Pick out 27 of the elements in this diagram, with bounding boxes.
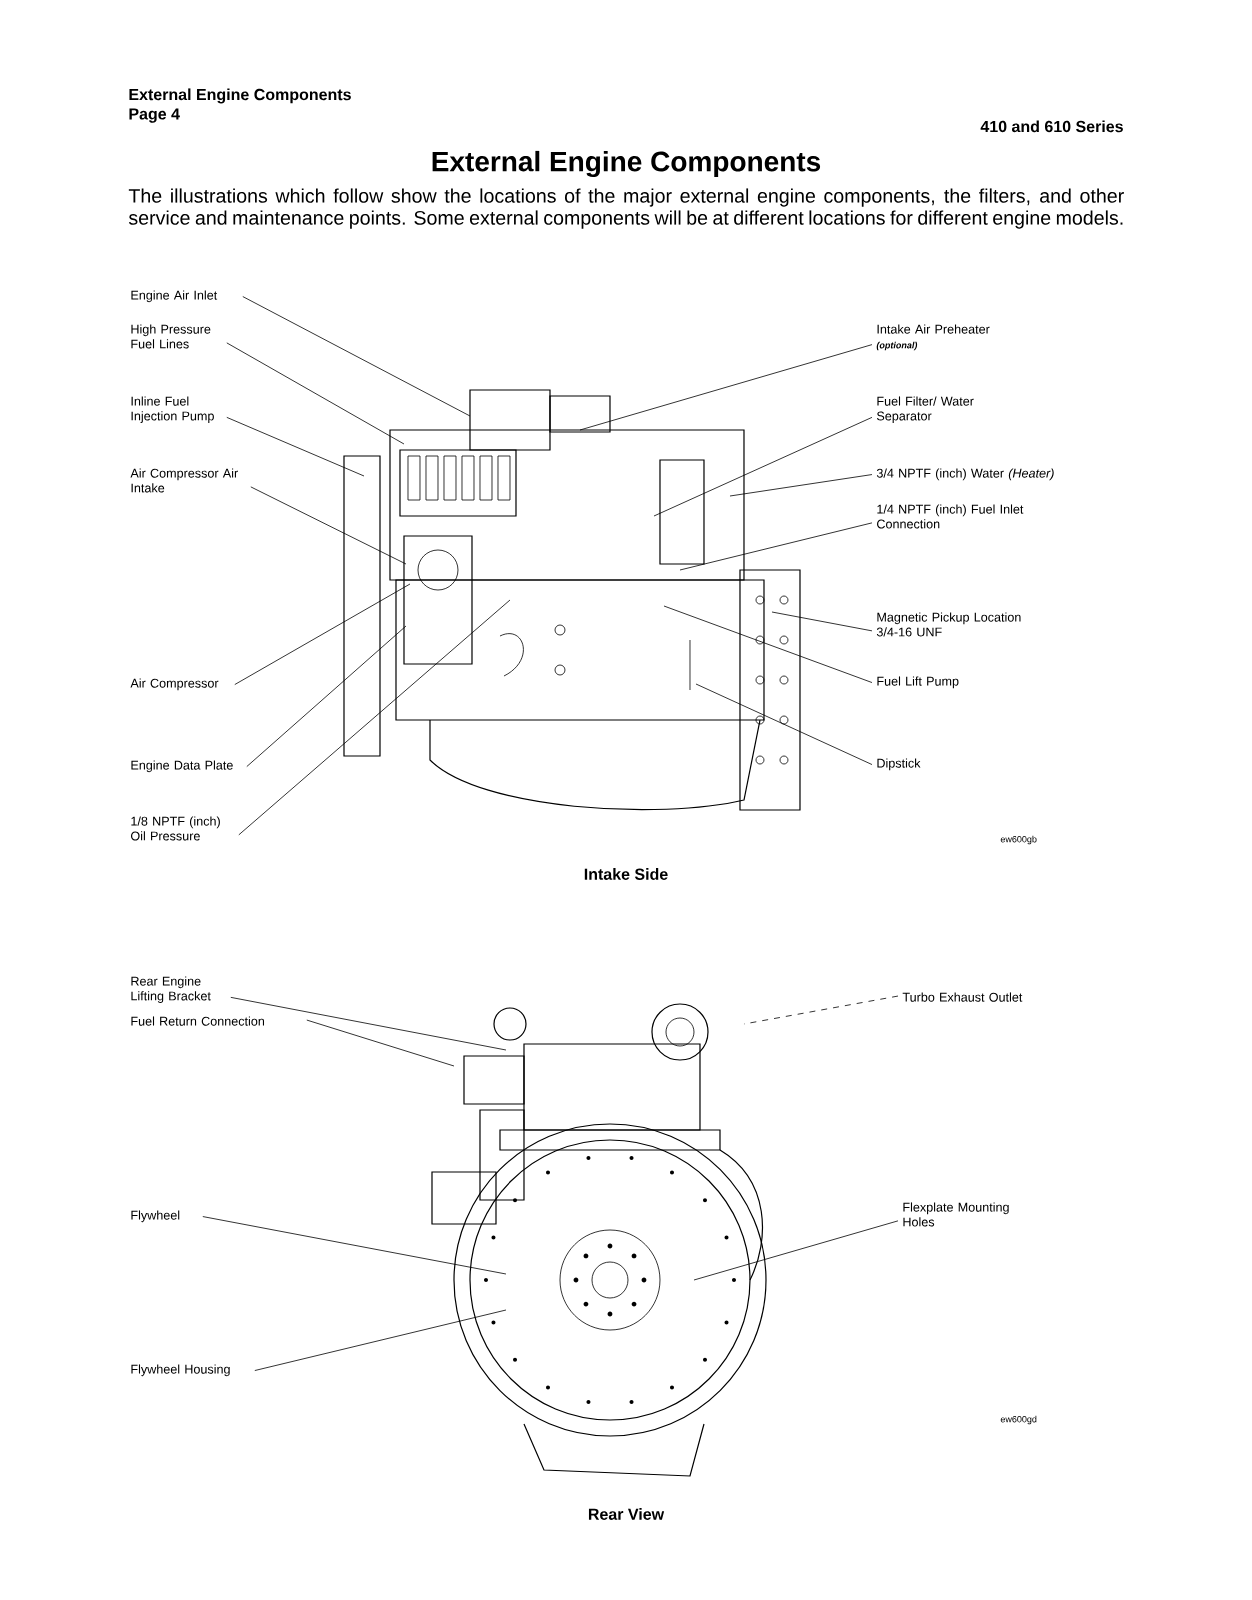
leader-line: [729, 474, 873, 497]
leader-line: [306, 1019, 455, 1067]
leader-line: [202, 1216, 507, 1275]
leader-line: [238, 599, 511, 836]
leader-line: [242, 296, 471, 417]
leader-line: [693, 1220, 899, 1281]
leader-line: [254, 1309, 507, 1371]
leader-line: [695, 683, 873, 765]
figure-caption: Intake Side: [584, 868, 668, 880]
header-text: External Engine Components: [129, 88, 351, 104]
leader-line: [743, 995, 899, 1025]
leader-line: [226, 342, 405, 445]
leader-line: [246, 625, 407, 767]
header-text: Page 4: [129, 108, 180, 123]
leader-line: [230, 996, 507, 1051]
leader-line: [663, 605, 873, 683]
leader-line: [653, 416, 873, 517]
leader-line: [579, 344, 873, 431]
leader-line: [771, 611, 873, 632]
leader-line: [234, 583, 411, 685]
intro-paragraph: The illustrations which follow show the locations of the major external engine components, the filters, and other service and maintenance points. Some external components will be at different locations for different engine models.: [128, 188, 1124, 229]
leader-line: [226, 416, 365, 477]
leader-line: [250, 486, 407, 565]
header-text: 410 and 610 Series: [980, 120, 1123, 133]
figure-caption: Rear View: [588, 1508, 665, 1520]
leader-line: [679, 522, 873, 571]
page-title: External Engine Components: [432, 150, 821, 178]
